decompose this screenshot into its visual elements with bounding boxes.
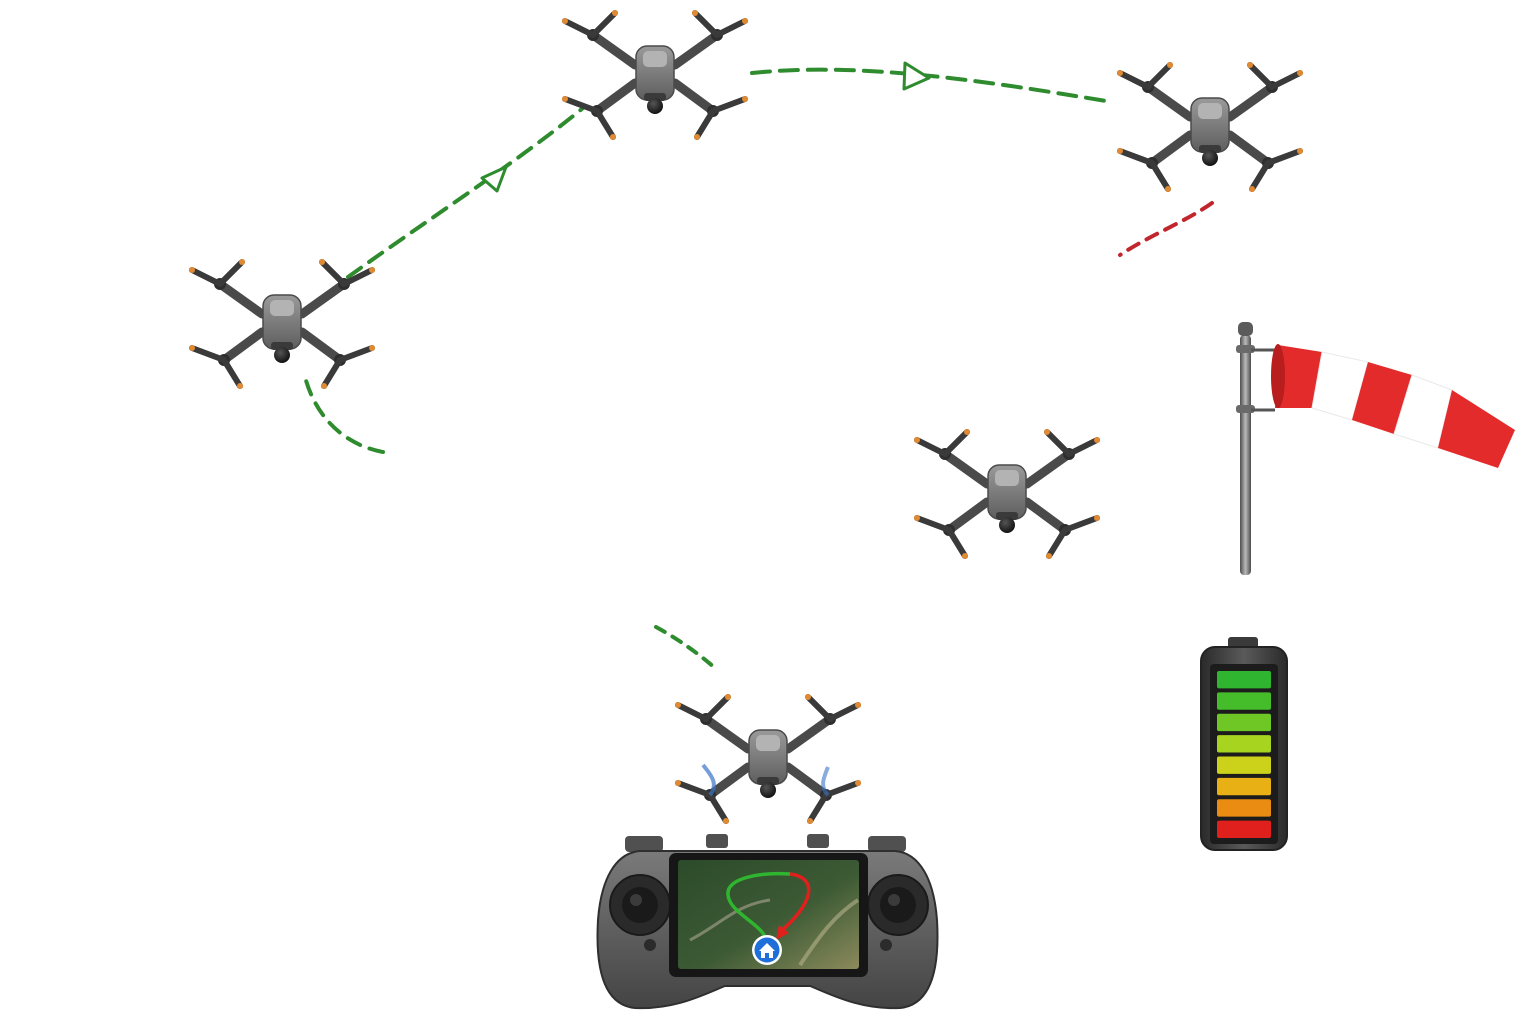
right-joystick[interactable] <box>867 874 929 936</box>
battery-segment <box>1217 692 1271 710</box>
quadcopter-drone-icon <box>562 10 748 140</box>
battery-icon <box>1200 637 1288 851</box>
drone-wind-drift <box>914 429 1100 559</box>
battery-segment <box>1217 777 1271 796</box>
outbound-path-segment-2 <box>346 106 585 279</box>
left-button[interactable] <box>644 939 656 951</box>
landing-approach-segment <box>654 625 717 670</box>
quadcopter-drone-icon <box>914 429 1100 559</box>
drone-landing <box>675 694 861 824</box>
return-arrow-icon <box>776 925 789 940</box>
battery-segment <box>1217 713 1271 732</box>
outbound-path-segment-1 <box>303 375 385 454</box>
remote-controller-icon <box>596 834 939 1010</box>
quadcopter-drone-icon <box>675 694 861 824</box>
motion-blur <box>701 763 716 797</box>
windsock-icon <box>1236 322 1515 575</box>
flight-paths <box>303 67 1214 670</box>
drone-waypoint-2 <box>562 10 748 140</box>
outbound-route <box>726 871 791 946</box>
direction-arrow-icon <box>480 165 508 193</box>
outbound-path-segment-3 <box>750 67 1114 104</box>
right-button[interactable] <box>880 939 892 951</box>
battery-segment <box>1217 735 1271 753</box>
battery-segment <box>1217 820 1271 838</box>
home-icon[interactable] <box>752 935 782 965</box>
battery-segment <box>1217 671 1271 689</box>
battery-segment <box>1217 756 1271 774</box>
windsock-fabric <box>1271 344 1515 468</box>
direction-arrow-icon <box>902 61 931 91</box>
controller-screen[interactable] <box>669 853 868 977</box>
battery-segments <box>1217 671 1271 838</box>
return-route <box>778 872 811 934</box>
left-joystick[interactable] <box>609 874 671 936</box>
return-path-segment <box>1118 201 1214 257</box>
battery-segment <box>1217 799 1271 817</box>
drone-waypoint-3 <box>1117 62 1303 192</box>
quadcopter-drone-icon <box>1117 62 1303 192</box>
